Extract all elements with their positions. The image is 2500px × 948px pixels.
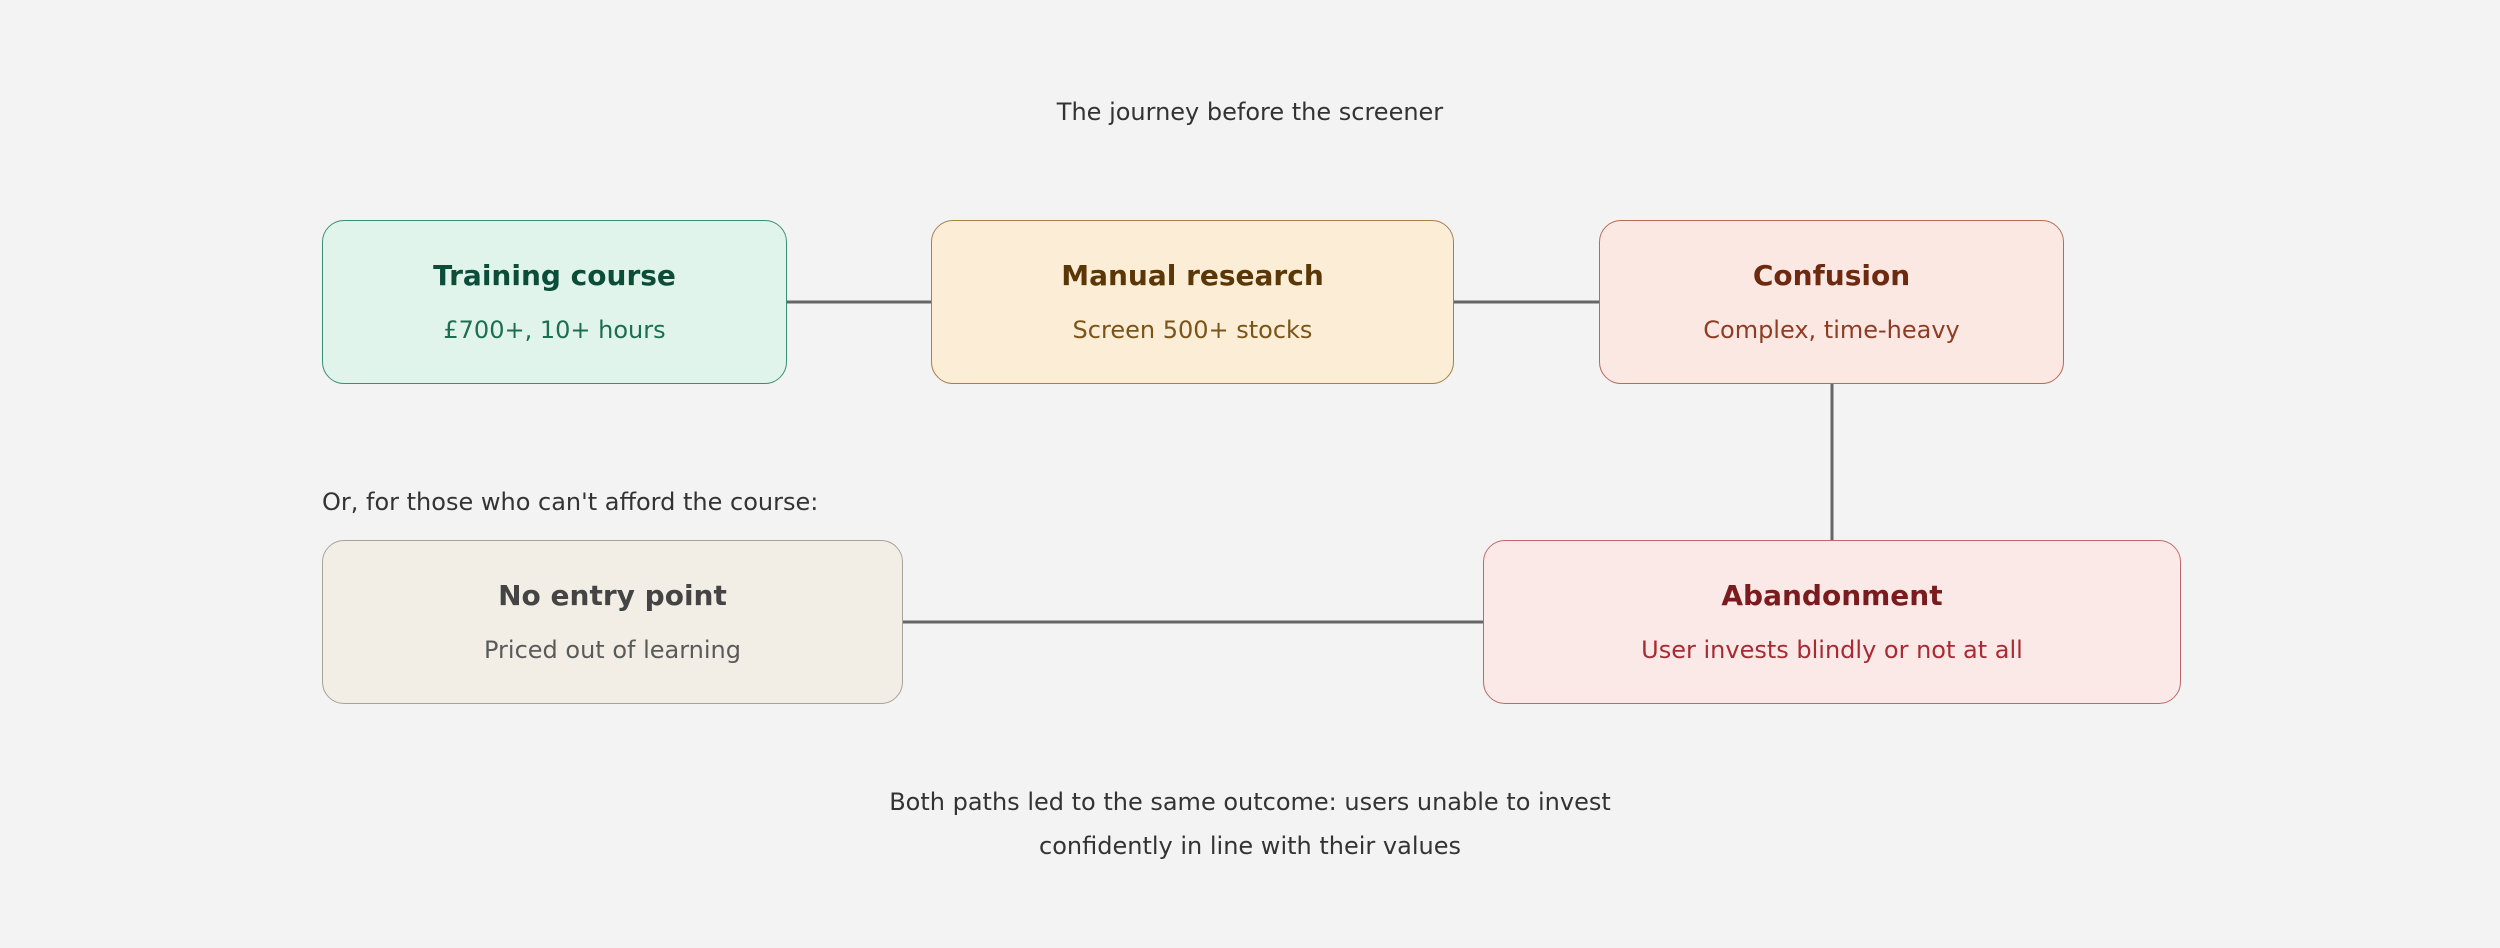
node-subtitle: User invests blindly or not at all (1641, 636, 2023, 664)
node-no-entry-point: No entry point Priced out of learning (322, 540, 903, 704)
node-training-course: Training course £700+, 10+ hours (322, 220, 787, 384)
node-subtitle: Screen 500+ stocks (1072, 316, 1313, 344)
node-title: Manual research (1061, 259, 1324, 292)
diagram-title: The journey before the screener (1056, 98, 1444, 126)
node-title: No entry point (498, 579, 727, 612)
node-subtitle: £700+, 10+ hours (443, 316, 666, 344)
node-manual-research: Manual research Screen 500+ stocks (931, 220, 1454, 384)
node-confusion: Confusion Complex, time-heavy (1599, 220, 2064, 384)
footer-line-1: Both paths led to the same outcome: user… (889, 788, 1611, 816)
footer-line-2: confidently in line with their values (1039, 832, 1461, 860)
alternate-path-label: Or, for those who can't afford the cours… (322, 488, 819, 516)
diagram-footer: Both paths led to the same outcome: user… (0, 780, 2500, 868)
node-subtitle: Complex, time-heavy (1703, 316, 1960, 344)
node-title: Abandonment (1721, 579, 1943, 612)
node-abandonment: Abandonment User invests blindly or not … (1483, 540, 2181, 704)
node-title: Training course (433, 259, 676, 292)
node-subtitle: Priced out of learning (483, 636, 741, 664)
node-title: Confusion (1752, 259, 1911, 292)
